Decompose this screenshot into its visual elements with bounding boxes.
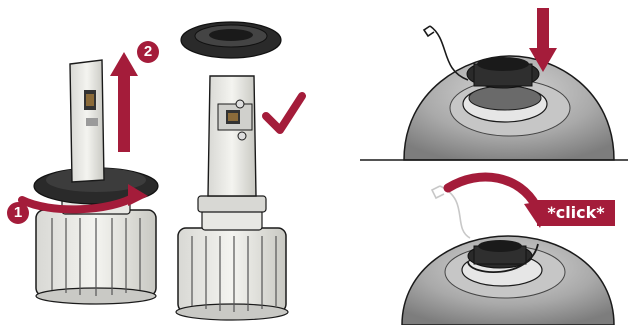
click-label: *click* <box>547 203 605 222</box>
arrow-up-icon <box>110 52 138 76</box>
curved-arrow-down-icon <box>443 172 541 211</box>
curved-arrow-icon <box>18 192 140 214</box>
step-badge-2: 2 <box>137 41 159 63</box>
click-label-bg <box>537 200 615 226</box>
checkmark-icon <box>262 92 306 134</box>
bulb-middle-heatsink <box>177 227 287 313</box>
housing-top <box>403 25 615 161</box>
arrow-up-shaft <box>118 72 130 152</box>
housing-bottom <box>401 185 615 325</box>
bulb-middle-stem <box>207 75 257 197</box>
adapter-ring <box>180 21 282 59</box>
step-badge-1: 1 <box>7 202 29 224</box>
bulb-middle-collar <box>201 209 263 231</box>
bulb-left <box>33 59 159 305</box>
curved-arrow-head <box>128 184 148 206</box>
bulb-middle <box>175 75 289 321</box>
bulb-left-fins <box>51 218 141 296</box>
arrow-down-shaft <box>537 8 549 52</box>
arrow-down-icon <box>529 48 557 72</box>
